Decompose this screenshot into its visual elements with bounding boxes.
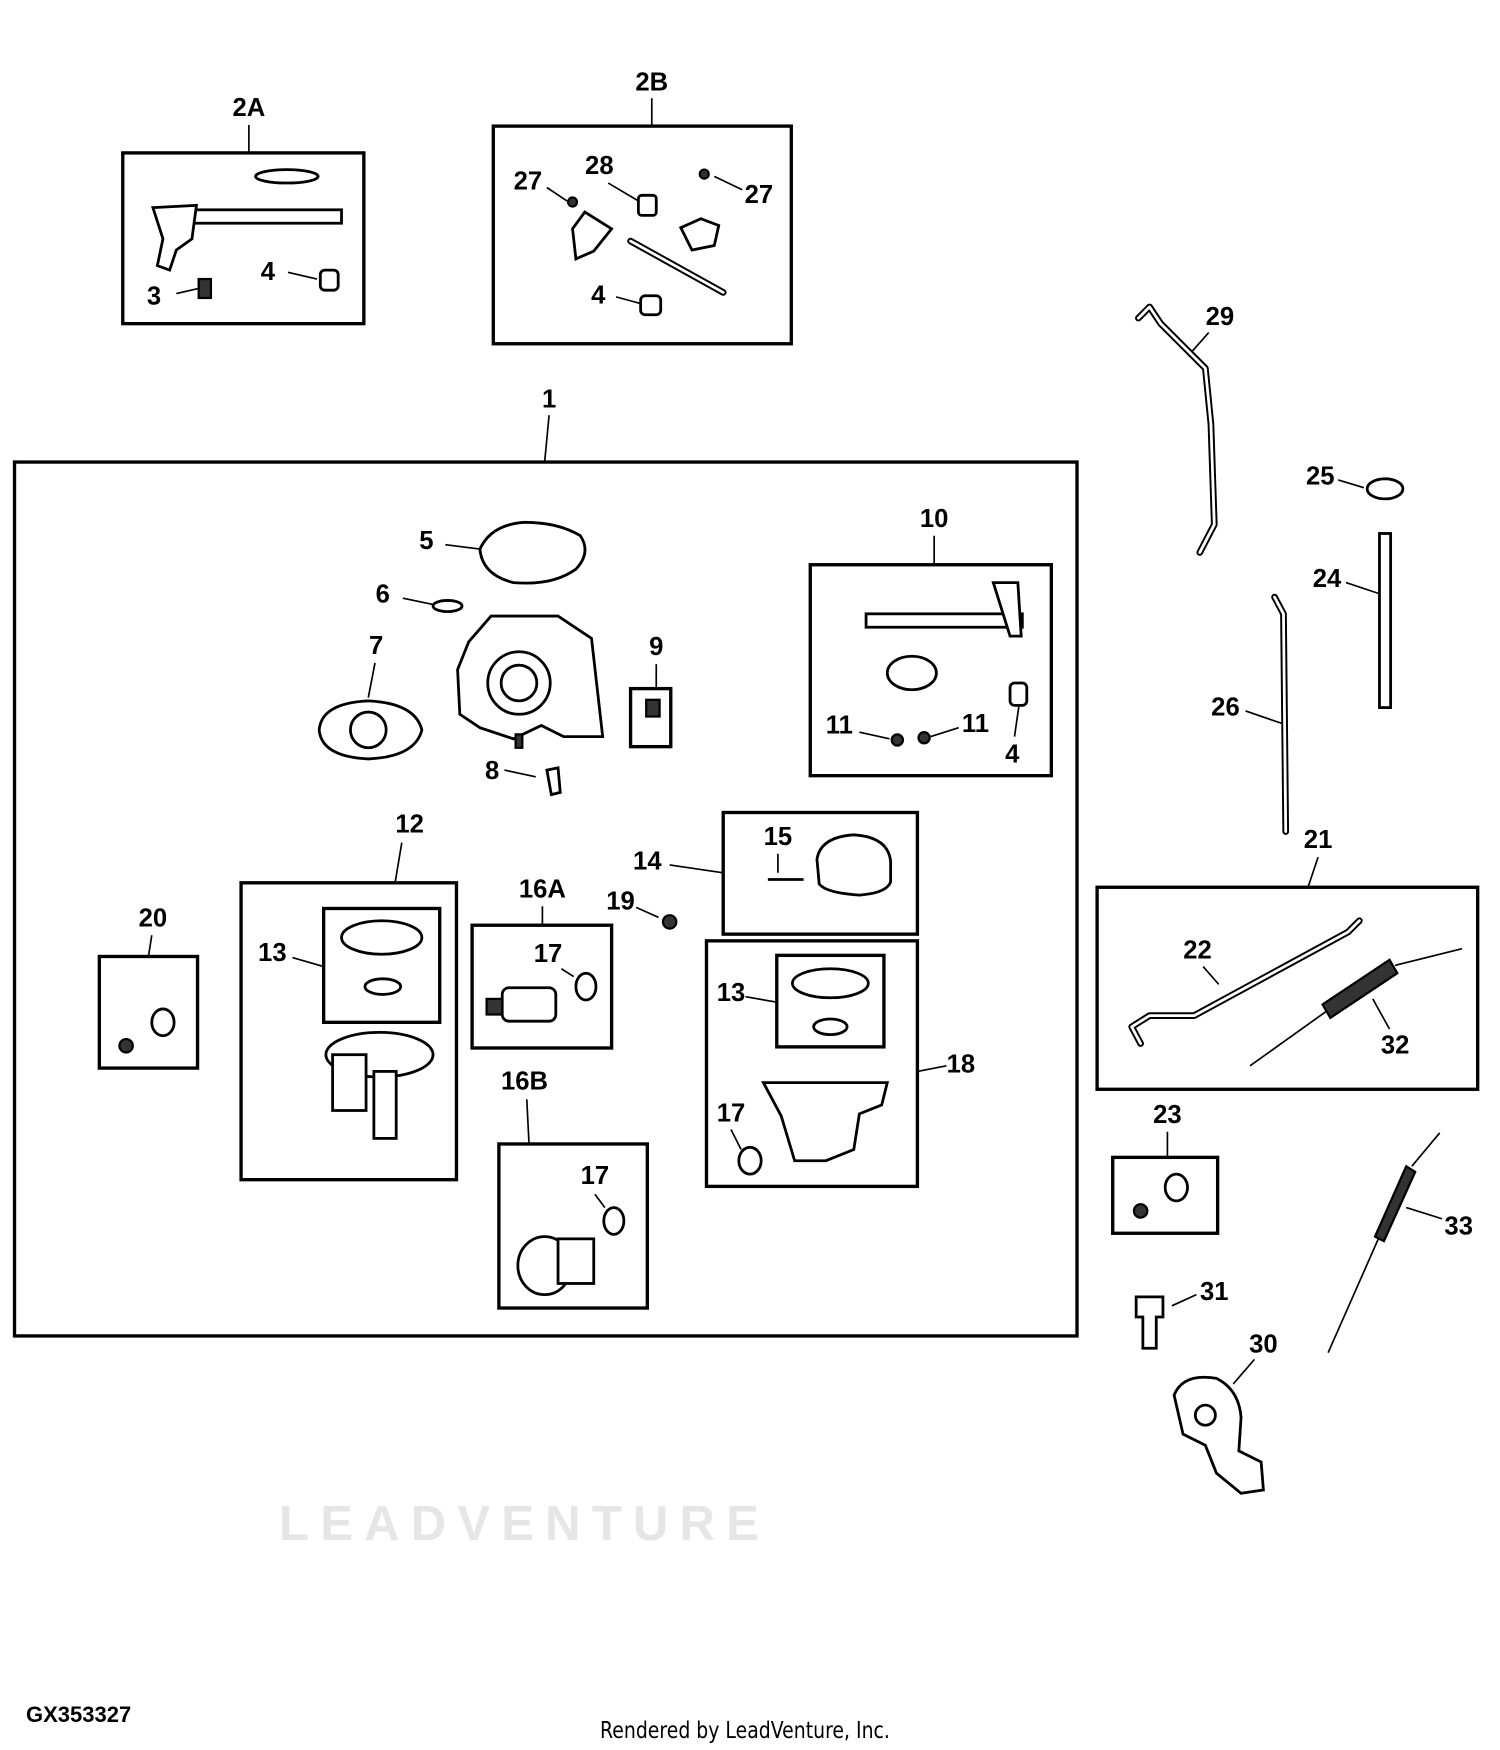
callout-label: 31 [1200,1278,1229,1306]
bracket-30 [1172,1375,1265,1495]
callout-label: 27 [514,168,543,196]
link-22 [1128,917,1363,1047]
throttle-shaft-2b [566,168,727,317]
callout-label: 4 [261,258,276,286]
diaphragm-13b [791,967,870,1000]
carburetor-body [456,614,605,749]
callout-label: 32 [1381,1032,1410,1060]
parts [118,168,1463,1495]
callout-label: 11 [962,710,989,738]
callout-label: 25 [1306,462,1335,490]
callout-label: 13 [717,979,746,1007]
callout-label: 16A [519,875,566,903]
callout-label: 33 [1444,1212,1473,1240]
rod-29 [1135,303,1218,556]
float-bowl-18 [737,1081,890,1176]
spring-33 [1327,1132,1441,1354]
callout-label: 4 [1005,740,1020,768]
callout-label: 28 [585,152,614,180]
footer-credit: Rendered by LeadVenture, Inc. [600,1718,890,1744]
callout-label: 20 [139,904,168,932]
callout-label: 23 [1153,1101,1182,1129]
group-boxes [12,124,1480,1338]
box-21 [1095,885,1480,1091]
callout-label: 9 [649,633,663,661]
callout-label: 5 [419,527,433,555]
o-ring-6 [431,599,464,614]
bolt-31 [1134,1295,1165,1350]
spring-9 [645,698,661,718]
gasket-5 [478,520,587,585]
solenoid-16a [485,971,598,1023]
callout-label: 17 [534,940,563,968]
callout-label: 2B [635,68,668,96]
callout-label: 15 [764,823,793,851]
box-16b [497,1142,649,1310]
box-2b [491,124,793,346]
screw-20 [118,1037,134,1054]
box-18 [704,939,920,1189]
figure-id: GX353327 [26,1702,132,1727]
box-2a [121,151,366,326]
leader-lines [147,98,1443,1385]
callout-label: 1 [542,385,556,413]
solenoid-16b [516,1206,626,1297]
callout-label: 13 [258,939,287,967]
fuel-pump-12 [324,1030,435,1140]
callout-label: 17 [581,1162,610,1190]
callout-label: 10 [920,505,949,533]
callout-label: 12 [395,811,424,839]
callout-label: 8 [485,757,499,785]
choke-kit-10 [864,581,1029,747]
callout-label: 17 [717,1100,746,1128]
float-14 [815,833,893,897]
callout-label: 22 [1183,937,1212,965]
shaft-24 [1378,532,1393,709]
callout-label: 14 [633,847,662,875]
box-9 [628,686,673,749]
needle-8 [545,766,562,797]
choke-shaft-2a [151,168,343,300]
callout-label: 7 [369,632,383,660]
watermark: LEADVENTURE [279,1497,770,1551]
callout-label: 19 [606,888,635,916]
callout-label: 29 [1206,303,1235,331]
callout-label: 18 [947,1051,976,1079]
nut-25 [1365,477,1405,501]
box-1 [12,460,1079,1338]
callout-label: 3 [147,283,161,311]
box-10 [808,563,1054,778]
box-20 [97,954,200,1070]
callout-label: 27 [745,181,774,209]
callout-label: 4 [591,282,606,310]
box-13a [321,906,442,1024]
box-12 [239,881,459,1182]
callout-label: 30 [1249,1331,1278,1359]
callout-label: 21 [1304,826,1333,854]
screw-23 [1132,1203,1149,1219]
screw-19 [661,914,678,930]
callout-label: 26 [1211,693,1240,721]
callout-label: 24 [1313,565,1342,593]
callout-labels: 2A 2B 1 10 9 14 12 16A 20 18 16B 21 23 3 4 27 28 27 4 29 25 2… [139,68,1473,1358]
box-13b [775,953,886,1049]
callout-label: 6 [376,581,390,609]
callout-label: 16B [501,1067,548,1095]
callout-label: 11 [826,711,853,739]
box-14 [721,810,920,936]
callout-label: 2A [232,94,265,122]
diaphragm-13a [340,919,424,956]
box-23 [1111,1155,1220,1235]
spring-32 [1321,958,1399,1020]
